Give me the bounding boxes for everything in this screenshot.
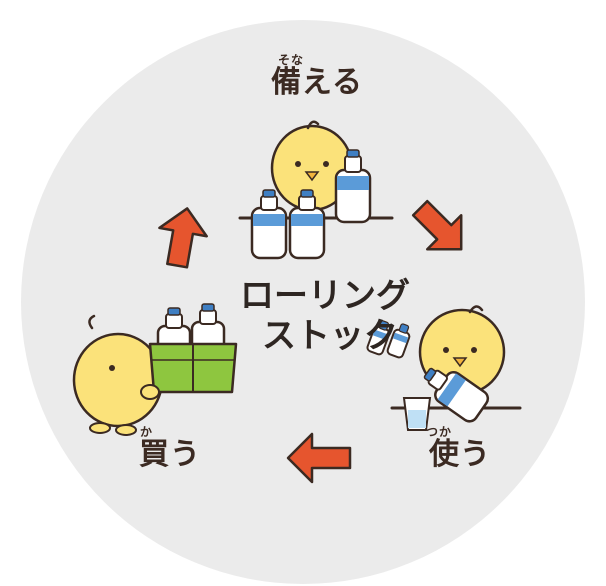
stage-use-ruby: つか bbox=[426, 425, 453, 439]
center-title-line1: ローリング bbox=[240, 276, 410, 316]
center-bottles-illustration bbox=[366, 320, 411, 359]
stage-use-label: つか 使う bbox=[410, 426, 510, 472]
arrow-use-to-buy bbox=[286, 432, 352, 484]
prepare-illustration bbox=[238, 120, 394, 260]
stage-prepare-label: そな 備える bbox=[262, 54, 372, 100]
stage-prepare-ruby: そな bbox=[278, 53, 305, 67]
center-title-line2: ストック bbox=[262, 316, 398, 356]
stage-buy-word: 買う bbox=[139, 437, 201, 472]
stage-buy-label: か 買う bbox=[120, 426, 220, 472]
stage-use-word: 使う bbox=[429, 437, 491, 472]
arrow-prepare-to-use bbox=[411, 199, 463, 251]
arrow-buy-to-prepare bbox=[158, 207, 208, 269]
stage-buy-ruby: か bbox=[140, 425, 154, 439]
stage-prepare-word: 備える bbox=[270, 65, 364, 100]
center-title: ローリング ストック bbox=[232, 276, 410, 356]
background-circle bbox=[21, 20, 585, 584]
use-illustration bbox=[390, 305, 522, 431]
buy-illustration bbox=[72, 303, 238, 436]
